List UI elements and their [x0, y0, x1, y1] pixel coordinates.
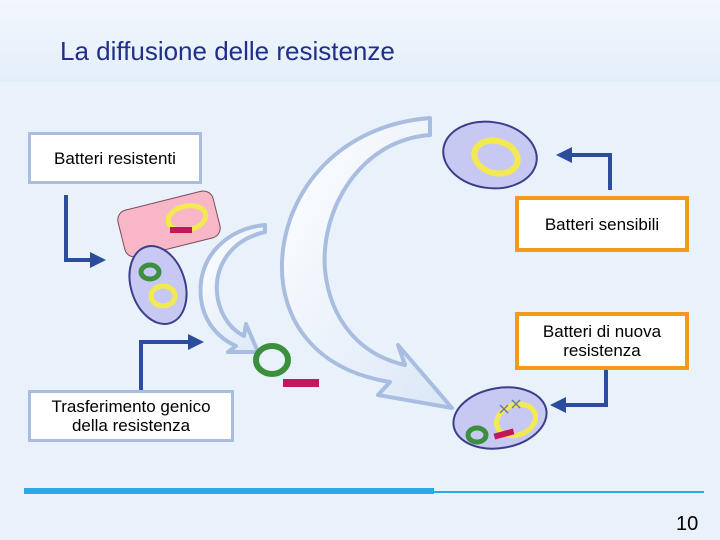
large-curved-arrow	[279, 116, 454, 410]
slide-title: La diffusione delle resistenze	[60, 36, 395, 66]
plasmid-yellow	[148, 283, 178, 309]
page-number: 10	[676, 513, 699, 535]
new-resistant-bacterium	[452, 386, 548, 450]
elbow-arrow-left	[64, 195, 106, 268]
elbow-arrow-top-right	[556, 147, 612, 190]
sensitive-bacterium	[442, 120, 538, 190]
title-bar	[0, 0, 720, 82]
new-resistance-label-line1: Batteri di nuova	[542, 322, 662, 341]
new-resistance-label-line2: resistenza	[563, 341, 641, 360]
plasmid-yellow	[494, 401, 538, 439]
elbow-arrow-transfer	[139, 334, 204, 392]
plasmid-yellow	[471, 137, 521, 177]
free-resistance-gene	[283, 379, 319, 387]
plasmid-green	[465, 425, 489, 445]
gene-transfer-label-line1: Trasferimento genico	[51, 397, 211, 416]
new-resistance-label-box: Batteri di nuova resistenza	[515, 312, 689, 370]
resistant-bacteria-label: Batteri resistenti	[54, 149, 176, 168]
footer-line	[434, 491, 704, 493]
resistant-bacterium	[117, 190, 221, 258]
plasmid-green	[138, 262, 162, 282]
sensitive-bacteria-label: Batteri sensibili	[544, 215, 660, 234]
sensitive-bacteria-label-box: Batteri sensibili	[515, 196, 689, 252]
resistance-gene	[170, 227, 192, 233]
resistant-bacteria-label-box: Batteri resistenti	[28, 132, 202, 184]
integration-marks	[499, 399, 521, 414]
donor-bacterium	[128, 245, 188, 325]
footer-bar	[24, 488, 434, 494]
small-curved-arrow	[198, 223, 267, 354]
elbow-arrow-bottom-right	[550, 370, 608, 413]
gene-transfer-label-line2: della resistenza	[71, 416, 191, 435]
free-plasmid-green	[253, 343, 291, 377]
gene-transfer-label-box: Trasferimento genico della resistenza	[28, 390, 234, 442]
resistance-gene	[493, 428, 515, 440]
